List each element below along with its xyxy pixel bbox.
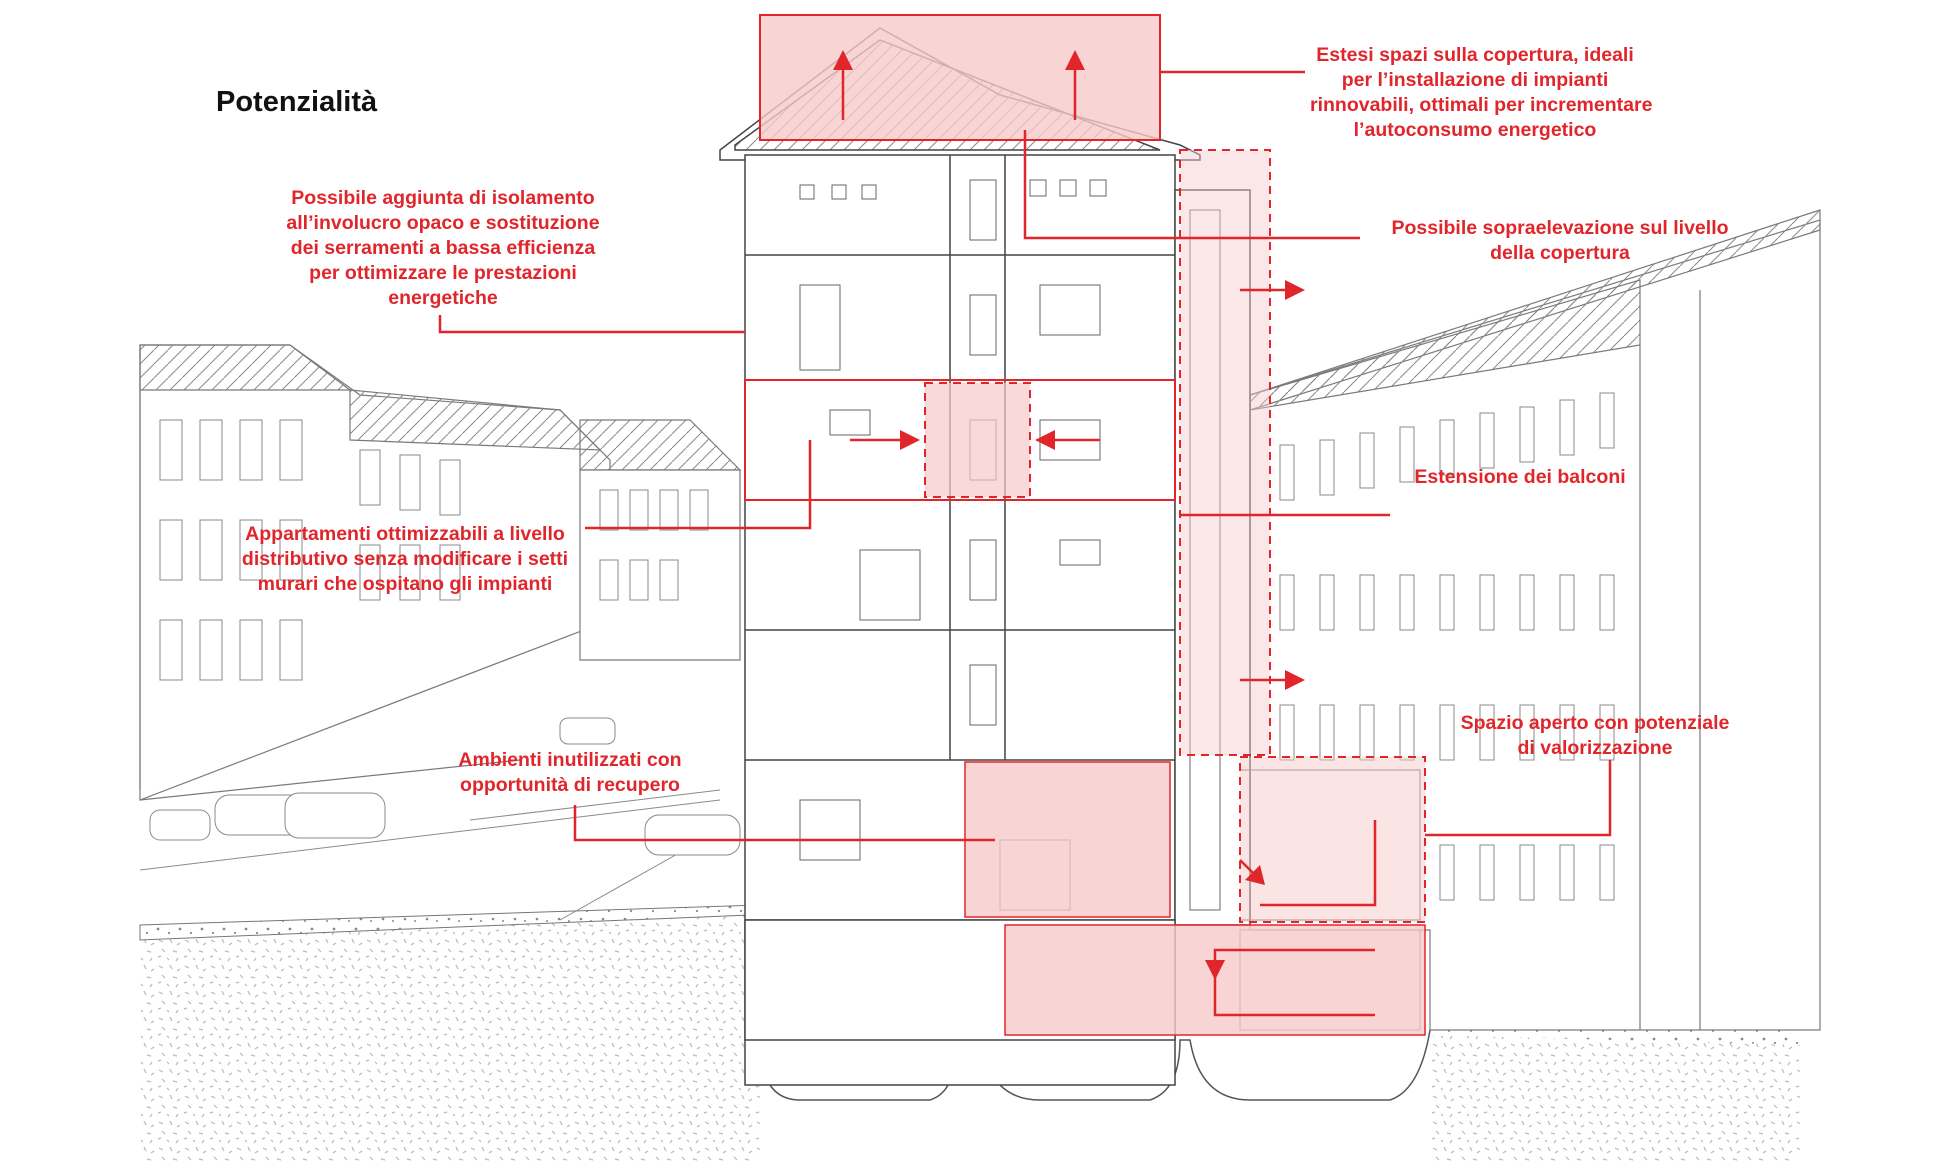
raising-zone	[1179, 149, 1271, 756]
annotation-apartments: Appartamenti ottimizzabili a livello dis…	[241, 523, 569, 595]
annotation-roof-space: Estesi spazi sulla copertura, ideali per…	[1310, 44, 1653, 141]
annotation-balconies: Estensione dei balconi	[1414, 466, 1626, 488]
apartment-zone	[744, 379, 1176, 501]
annotation-open-space: Spazio aperto con potenziale di valorizz…	[1460, 712, 1730, 759]
open-space-zone	[1239, 756, 1426, 923]
roof-zone	[759, 14, 1161, 141]
unused-zone-upper	[964, 761, 1171, 918]
annotation-unused-rooms: Ambienti inutilizzati con opportunità di…	[458, 749, 682, 796]
left-buildings	[139, 344, 742, 801]
core-zone	[924, 382, 1031, 498]
ground	[139, 904, 1800, 1162]
annotation-insulation: Possibile aggiunta di isolamento all’inv…	[286, 187, 600, 309]
right-windows	[1279, 392, 1615, 901]
annotation-raising: Possibile sopraelevazione sul livello de…	[1391, 217, 1729, 264]
highlight-zones	[744, 14, 1426, 1036]
leader-lines	[438, 70, 1612, 842]
street	[139, 717, 741, 921]
left-windows	[159, 419, 709, 681]
arrows	[833, 50, 1377, 1017]
page-title: Potenzialità	[216, 86, 378, 118]
